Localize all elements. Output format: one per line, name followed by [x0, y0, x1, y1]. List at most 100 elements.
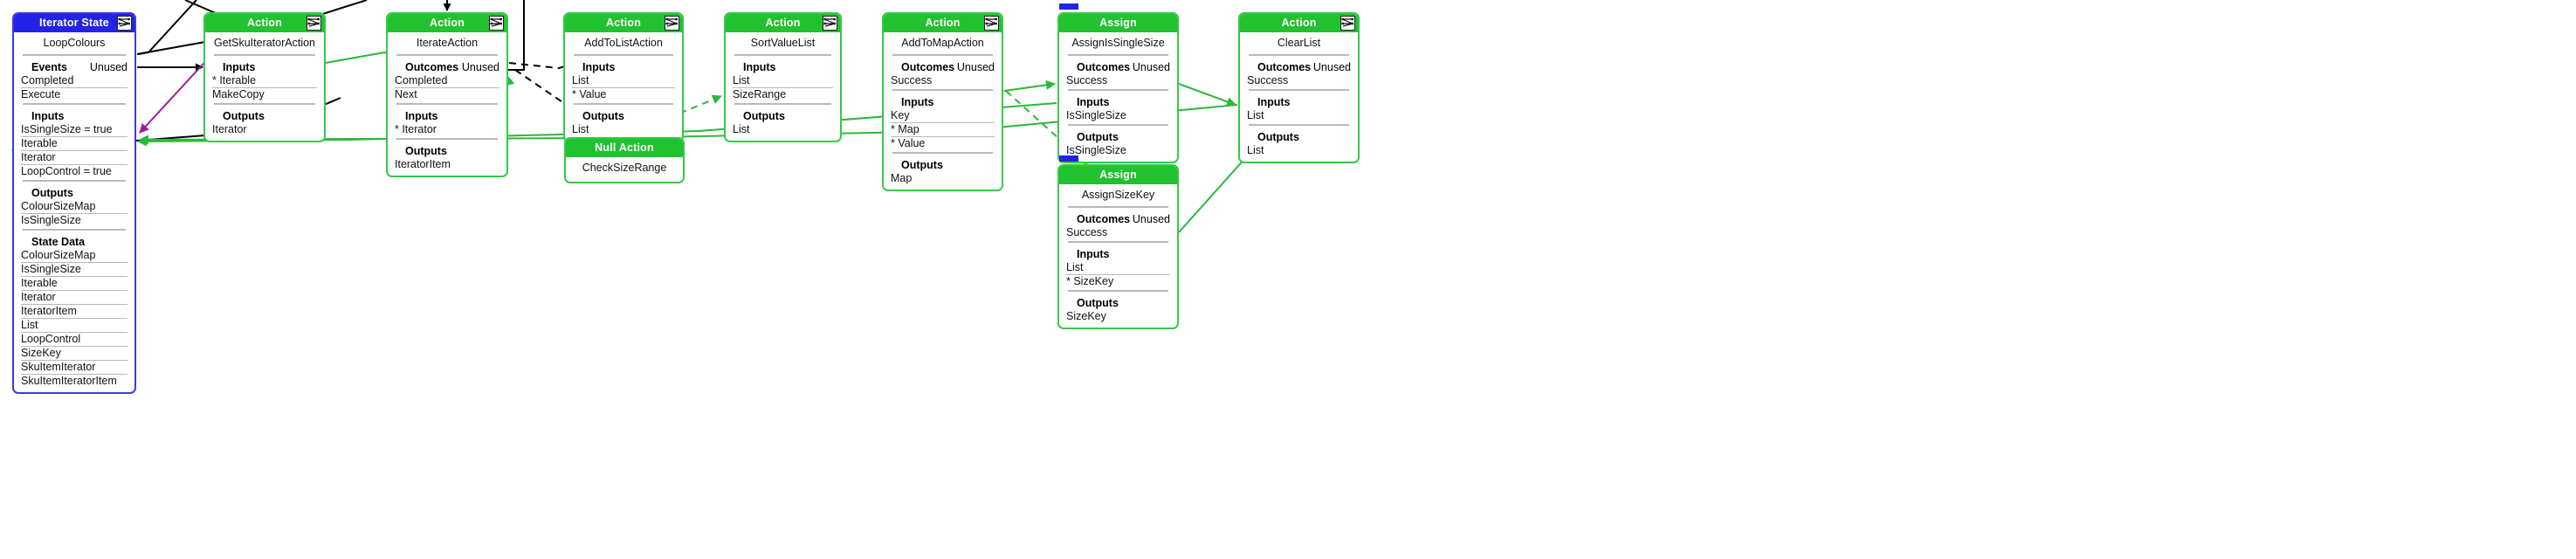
node-kind-label: Null Action	[595, 141, 654, 154]
port-row[interactable]: List	[21, 319, 38, 331]
port-row[interactable]: List	[733, 123, 750, 135]
port-row[interactable]: * Iterable	[212, 74, 257, 86]
port-row[interactable]: IsSingleSize	[21, 263, 81, 275]
section-divider	[23, 180, 126, 182]
port-row[interactable]: Key	[891, 109, 910, 121]
section-header-inputs: Inputs	[884, 93, 1002, 109]
section-divider	[1068, 241, 1168, 243]
port-row[interactable]: IsSingleSize	[21, 214, 81, 226]
port-row[interactable]: Execute	[21, 88, 61, 100]
section-title: Inputs	[405, 110, 438, 122]
section-title: State Data	[31, 236, 86, 248]
section-divider	[1068, 206, 1168, 208]
node-header: Assign	[1059, 14, 1177, 32]
section-header-outputs: Outputs	[884, 156, 1002, 172]
section-divider	[1249, 54, 1349, 56]
section-unused-label: Unused	[89, 61, 127, 73]
section-divider	[396, 103, 498, 105]
node-kind-label: Action	[429, 17, 465, 29]
section-header-inputs: Inputs	[565, 59, 682, 74]
port-row[interactable]: Success	[891, 74, 933, 86]
port-row[interactable]: * Map	[891, 123, 920, 135]
section-header-inputs: Inputs	[388, 107, 506, 123]
port-row[interactable]: Success	[1066, 226, 1108, 238]
graph-thumbnail-icon	[984, 16, 999, 31]
port-row[interactable]: LoopControl	[21, 333, 81, 345]
port-row[interactable]: Success	[1247, 74, 1289, 86]
node-padding	[566, 177, 683, 182]
port-row[interactable]: Iterable	[21, 137, 58, 149]
port-row[interactable]: Iterator	[212, 123, 247, 135]
port-row[interactable]: List	[572, 74, 589, 86]
port-row[interactable]: List	[1247, 144, 1264, 156]
port-row[interactable]: * Value	[891, 137, 926, 149]
section-header-inputs: Inputs	[1059, 93, 1177, 109]
section-divider	[396, 138, 498, 140]
node-header: Action	[726, 14, 840, 32]
port-row[interactable]: IsSingleSize	[1066, 144, 1126, 156]
node-header: Iterator State	[14, 14, 134, 32]
section-header-state-data: State Data	[14, 233, 134, 249]
node-kind-label: Action	[605, 17, 642, 29]
port-row[interactable]: * SizeKey	[1066, 275, 1114, 287]
node-title: GetSkuIteratorAction	[213, 37, 316, 49]
port-row[interactable]: IteratorItem	[21, 305, 77, 317]
section-header-outputs: Outputs	[14, 184, 134, 200]
port-row[interactable]: Completed	[395, 74, 448, 86]
port-row[interactable]: Iterator	[21, 151, 56, 163]
port-row[interactable]: * Iterator	[395, 123, 437, 135]
port-row[interactable]: Iterable	[21, 277, 58, 289]
section-title: Outputs	[1257, 131, 1299, 143]
port-row[interactable]: ColourSizeMap	[21, 249, 96, 261]
section-title: Inputs	[1077, 96, 1110, 108]
section-title: Outputs	[1077, 131, 1119, 143]
port-row[interactable]: Iterator	[21, 291, 56, 303]
port-row[interactable]: Next	[395, 88, 417, 100]
port-row[interactable]: IteratorItem	[395, 158, 451, 170]
section-divider	[23, 54, 126, 56]
node-title: AssignSizeKey	[1081, 189, 1155, 201]
port-row[interactable]: MakeCopy	[212, 88, 265, 100]
node-kind-label: Action	[765, 17, 801, 29]
port-row[interactable]: SkuItemIterator	[21, 361, 96, 373]
port-row[interactable]: * Value	[572, 88, 607, 100]
node-padding	[884, 185, 1002, 190]
port-row[interactable]: Success	[1066, 74, 1108, 86]
port-row[interactable]: List	[733, 74, 750, 86]
port-row[interactable]: IsSingleSize = true	[21, 123, 113, 135]
section-divider	[734, 103, 831, 105]
port-row[interactable]: SizeRange	[733, 88, 787, 100]
port-row[interactable]: IsSingleSize	[1066, 109, 1126, 121]
node-padding	[726, 136, 840, 141]
port-row[interactable]: Completed	[21, 74, 74, 86]
port-row[interactable]: SizeKey	[1066, 310, 1106, 322]
port-row[interactable]: List	[572, 123, 589, 135]
port-row[interactable]: LoopControl = true	[21, 165, 112, 177]
port-row[interactable]: List	[1066, 261, 1084, 273]
port-row[interactable]: Map	[891, 172, 913, 184]
section-title: Outcomes	[1077, 61, 1131, 73]
port-row[interactable]: SizeKey	[21, 347, 61, 359]
section-divider	[23, 229, 126, 231]
port-divider	[21, 150, 127, 151]
port-row[interactable]: ColourSizeMap	[21, 200, 96, 212]
port-row[interactable]: List	[1247, 109, 1264, 121]
section-title: Outputs	[743, 110, 785, 122]
port-row[interactable]: SkuItemIteratorItem	[21, 375, 117, 387]
port-divider	[21, 136, 127, 137]
port-divider	[21, 276, 127, 277]
graph-thumbnail-icon	[489, 16, 504, 31]
